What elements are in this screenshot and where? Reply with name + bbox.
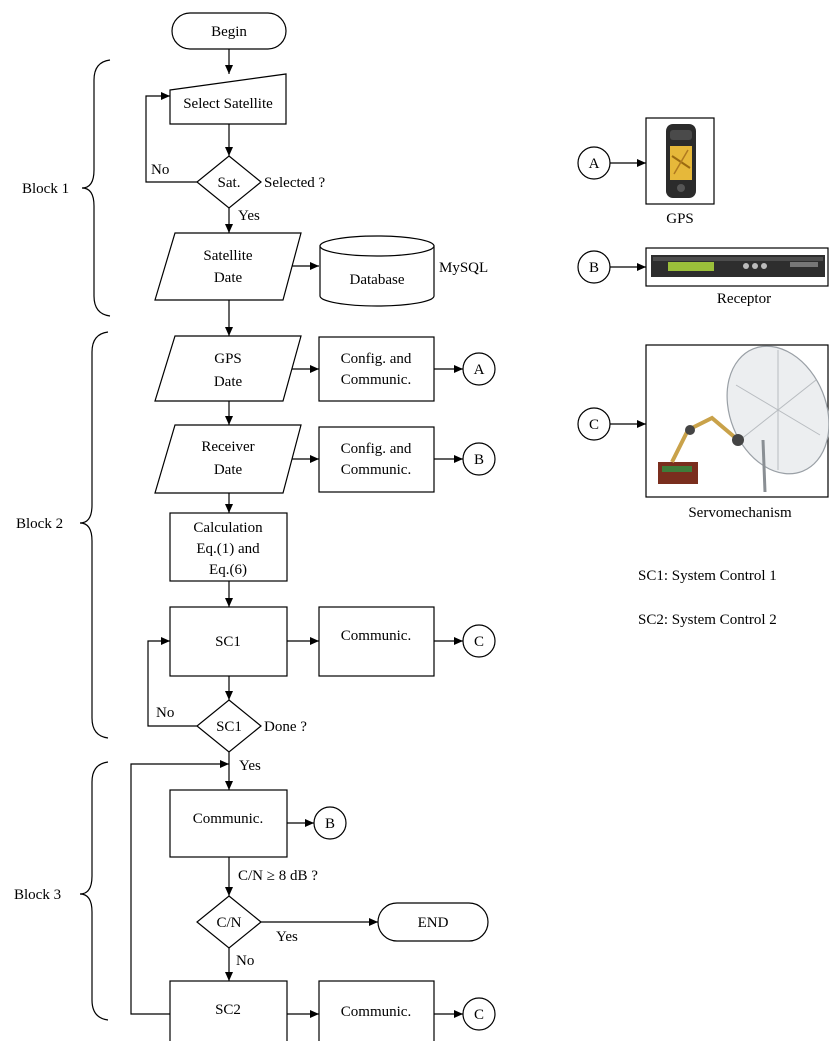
receiver-date-io — [154, 424, 302, 494]
satellite-date-line1: Satellite — [203, 248, 252, 264]
sat-no-label: No — [151, 162, 169, 178]
legend-sc1: SC1: System Control 1 — [638, 568, 777, 584]
cn-no-label: No — [236, 953, 254, 969]
sc1-label: SC1 — [215, 634, 241, 650]
sc1-communic-label: Communic. — [341, 628, 411, 644]
sat-selected-label: Selected ? — [264, 175, 326, 191]
connector-c-2 — [462, 997, 496, 1031]
block3-brace — [79, 761, 109, 1021]
calculation-line2: Eq.(1) and — [196, 541, 260, 557]
gps-date-line1: GPS — [214, 351, 242, 367]
gps-config-line1: Config. and — [341, 351, 412, 367]
sc2-communic-label: Communic. — [341, 1004, 411, 1020]
sc2-communic-box — [318, 980, 435, 1041]
sc2-label: SC2 — [215, 1002, 241, 1018]
mysql-label: MySQL — [439, 260, 488, 276]
done-no-label: No — [156, 705, 174, 721]
receiver-config-line1: Config. and — [341, 441, 412, 457]
receptor-device-image — [645, 247, 829, 287]
connector-a-1 — [462, 352, 496, 386]
cn-yes-label: Yes — [276, 929, 298, 945]
connector-b-1 — [462, 442, 496, 476]
end-terminal — [377, 902, 489, 942]
cn-decision-label: C/N — [216, 915, 241, 931]
legend-sc2: SC2: System Control 2 — [638, 612, 777, 628]
begin-label: Begin — [211, 24, 247, 40]
device-connector-b-label: B — [589, 260, 599, 276]
done-yes-label: Yes — [239, 758, 261, 774]
sc2-loop-back-arrow — [130, 760, 229, 1015]
connector-b-1-label: B — [474, 452, 484, 468]
sc1-communic-box — [318, 606, 435, 677]
satellite-date-io — [154, 232, 302, 301]
sc2-box — [169, 980, 288, 1041]
calculation-line3: Eq.(6) — [209, 562, 247, 578]
servomechanism-label: Servomechanism — [688, 505, 792, 521]
connector-c-2-label: C — [474, 1007, 484, 1023]
gps-date-io — [154, 335, 302, 402]
gps-device-image — [645, 117, 715, 205]
gps-config-box — [318, 336, 435, 402]
connector-b-2-label: B — [325, 816, 335, 832]
cn-threshold-label: C/N ≥ 8 dB ? — [238, 868, 318, 884]
device-connector-c-label: C — [589, 417, 599, 433]
gps-date-line2: Date — [214, 374, 243, 390]
block2-brace — [79, 331, 109, 739]
select-satellite-input — [169, 73, 287, 125]
receiver-date-line1: Receiver — [201, 439, 254, 455]
connector-b-2 — [313, 806, 347, 840]
block3-communic-box — [169, 789, 288, 858]
database-cylinder — [319, 235, 435, 307]
connector-c-1 — [462, 624, 496, 658]
end-label: END — [418, 915, 449, 931]
sat-yes-label: Yes — [238, 208, 260, 224]
select-satellite-label: Select Satellite — [183, 96, 273, 112]
gps-device-label: GPS — [666, 211, 694, 227]
connector-c-1-label: C — [474, 634, 484, 650]
done-question-label: Done ? — [264, 719, 307, 735]
satellite-date-line2: Date — [214, 270, 243, 286]
done-no-loop-arrow — [147, 637, 197, 727]
connector-a-1-label: A — [474, 362, 485, 378]
receptor-device-label: Receptor — [717, 291, 771, 307]
receiver-config-box — [318, 426, 435, 493]
servomechanism-image — [645, 344, 829, 498]
receiver-date-line2: Date — [214, 462, 243, 478]
block3-communic-label: Communic. — [193, 811, 263, 827]
sc1-box — [169, 606, 288, 677]
block2-label: Block 2 — [16, 516, 63, 532]
database-label: Database — [350, 272, 405, 288]
block1-brace — [81, 59, 111, 317]
sc1-done-decision-label: SC1 — [216, 719, 242, 735]
calculation-line1: Calculation — [193, 520, 263, 536]
sat-decision-label: Sat. — [218, 175, 241, 191]
block3-label: Block 3 — [14, 887, 61, 903]
gps-config-line2: Communic. — [341, 372, 411, 388]
receiver-config-line2: Communic. — [341, 462, 411, 478]
block1-label: Block 1 — [22, 181, 69, 197]
sat-no-loop-arrow — [145, 92, 197, 183]
device-connector-a-label: A — [589, 156, 600, 172]
